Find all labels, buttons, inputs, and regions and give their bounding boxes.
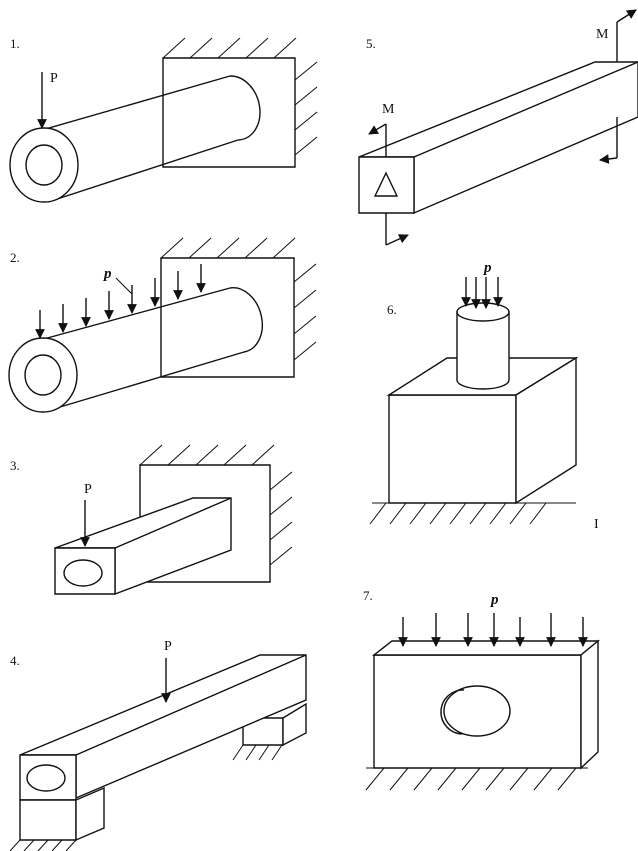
figure-3-load-label: P <box>84 482 92 497</box>
figure-2-outer-section <box>8 337 78 413</box>
figure-5-far-moment <box>599 9 637 164</box>
figure-7-hole-inner-edge <box>440 689 465 735</box>
figure-6: 6. p <box>369 260 579 525</box>
figure-3-beam <box>54 497 232 596</box>
figure-7: 7. p <box>363 588 600 791</box>
figure-3-number: 3. <box>10 458 20 473</box>
figure-2: 2. p <box>8 237 317 413</box>
figure-3: 3. P <box>10 444 293 596</box>
figure-7-hole <box>443 685 511 737</box>
figure-4-beam <box>19 654 307 801</box>
figure-6-load <box>461 277 503 309</box>
figure-2-distributed-load <box>35 264 206 339</box>
figure-5-front-face <box>358 156 415 214</box>
figure-6-cylinder <box>456 302 510 390</box>
figure-6-load-label: p <box>482 260 492 276</box>
figure-5-far-moment-label: M <box>596 27 609 42</box>
figure-4-load-label: P <box>164 639 172 654</box>
figure-1-load-label: P <box>50 71 58 86</box>
figure-4-front-face <box>19 754 77 801</box>
figure-7-load-label: p <box>489 592 499 608</box>
figure-2-wall <box>160 237 317 378</box>
figure-4-left-support <box>9 786 105 851</box>
figure-5-front-moment-label: M <box>382 102 395 117</box>
figure-4-hole <box>26 764 66 792</box>
figure-1: 1. P <box>9 36 318 203</box>
figure-2-tube <box>8 287 264 413</box>
figure-7-plate <box>371 639 600 770</box>
figure-3-hole <box>63 559 103 587</box>
figure-1-number: 1. <box>10 36 20 51</box>
figure-1-inner-section <box>25 144 63 186</box>
figure-5-front-moment <box>368 123 409 246</box>
figure-4-number: 4. <box>10 653 20 668</box>
figure-7-ground <box>365 767 588 791</box>
figure-5-beam <box>358 61 638 215</box>
figure-6-number: 6. <box>387 302 397 317</box>
stray-mark: I <box>594 517 599 532</box>
figure-4: 4. P <box>9 639 307 851</box>
figure-6-ground <box>369 502 576 525</box>
figure-6-block <box>386 356 579 505</box>
figure-2-load-label: p <box>102 266 112 282</box>
figure-5: 5. M M <box>358 9 638 246</box>
figure-4-right-support <box>232 702 307 761</box>
figure-7-number: 7. <box>363 588 373 603</box>
figure-5-number: 5. <box>366 36 376 51</box>
figure-7-load <box>398 613 588 647</box>
figure-1-outer-section <box>9 127 79 203</box>
figure-2-number: 2. <box>10 250 20 265</box>
figure-1-wall <box>162 37 318 168</box>
figure-5-triangle-section <box>373 171 399 197</box>
figure-1-tube <box>9 75 261 203</box>
figure-2-inner-section <box>24 354 62 396</box>
